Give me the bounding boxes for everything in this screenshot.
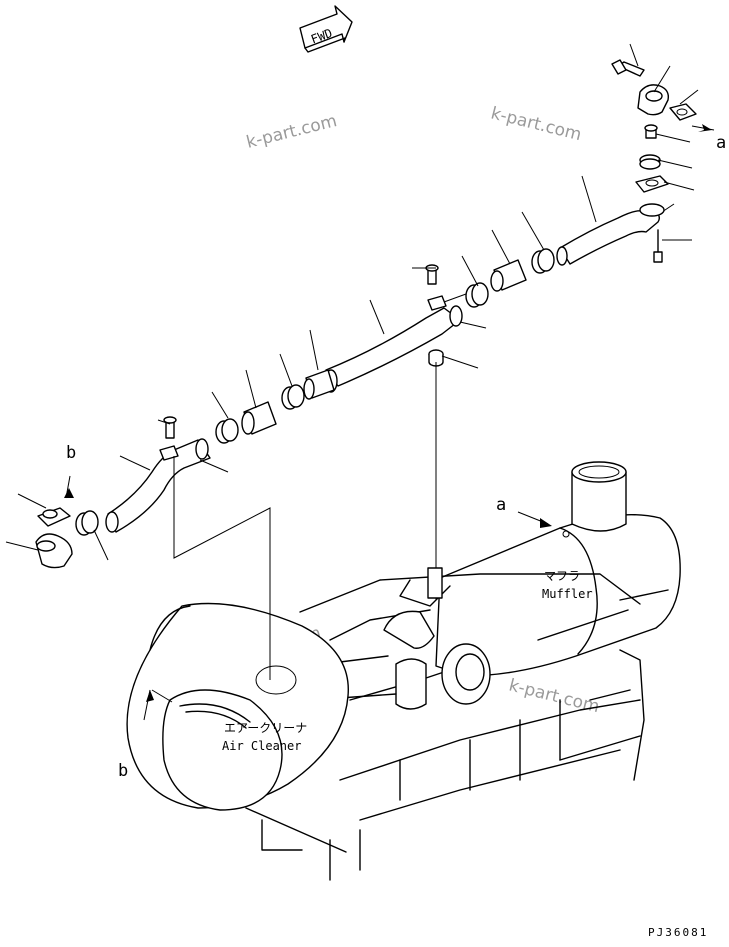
engine-block — [245, 567, 645, 881]
muffler-label-jp: マフラ — [544, 569, 580, 583]
exhaust-pipe-lower — [105, 416, 271, 660]
air-cleaner-label-jp: エアークリーナ — [224, 721, 307, 735]
callout-b-bottom: b — [118, 761, 128, 781]
exhaust-pipe-upper — [556, 175, 665, 266]
callout-b-top: b — [66, 443, 76, 463]
hose-clamps — [461, 211, 555, 308]
fwd-label: FWD — [309, 26, 334, 47]
hose-clamps-middle — [211, 329, 335, 444]
watermark: k-part.com — [507, 675, 602, 717]
hose-clamps-lower — [5, 475, 109, 569]
callout-a-top: a — [716, 133, 726, 153]
watermark: k-part.com — [244, 111, 339, 153]
muffler-label-en: Muffler — [542, 587, 593, 601]
drawing-number: PJ36081 — [648, 926, 708, 939]
watermark: k-part.com — [489, 103, 584, 145]
callout-a-muffler: a — [496, 495, 506, 515]
air-cleaner-label-en: Air Cleaner — [222, 739, 301, 753]
air-cleaner — [126, 600, 349, 811]
exhaust-pipe-middle — [324, 264, 487, 600]
muffler — [435, 461, 681, 677]
outlet-flange-assembly — [611, 43, 715, 263]
fwd-arrow-icon: FWD — [299, 5, 353, 53]
